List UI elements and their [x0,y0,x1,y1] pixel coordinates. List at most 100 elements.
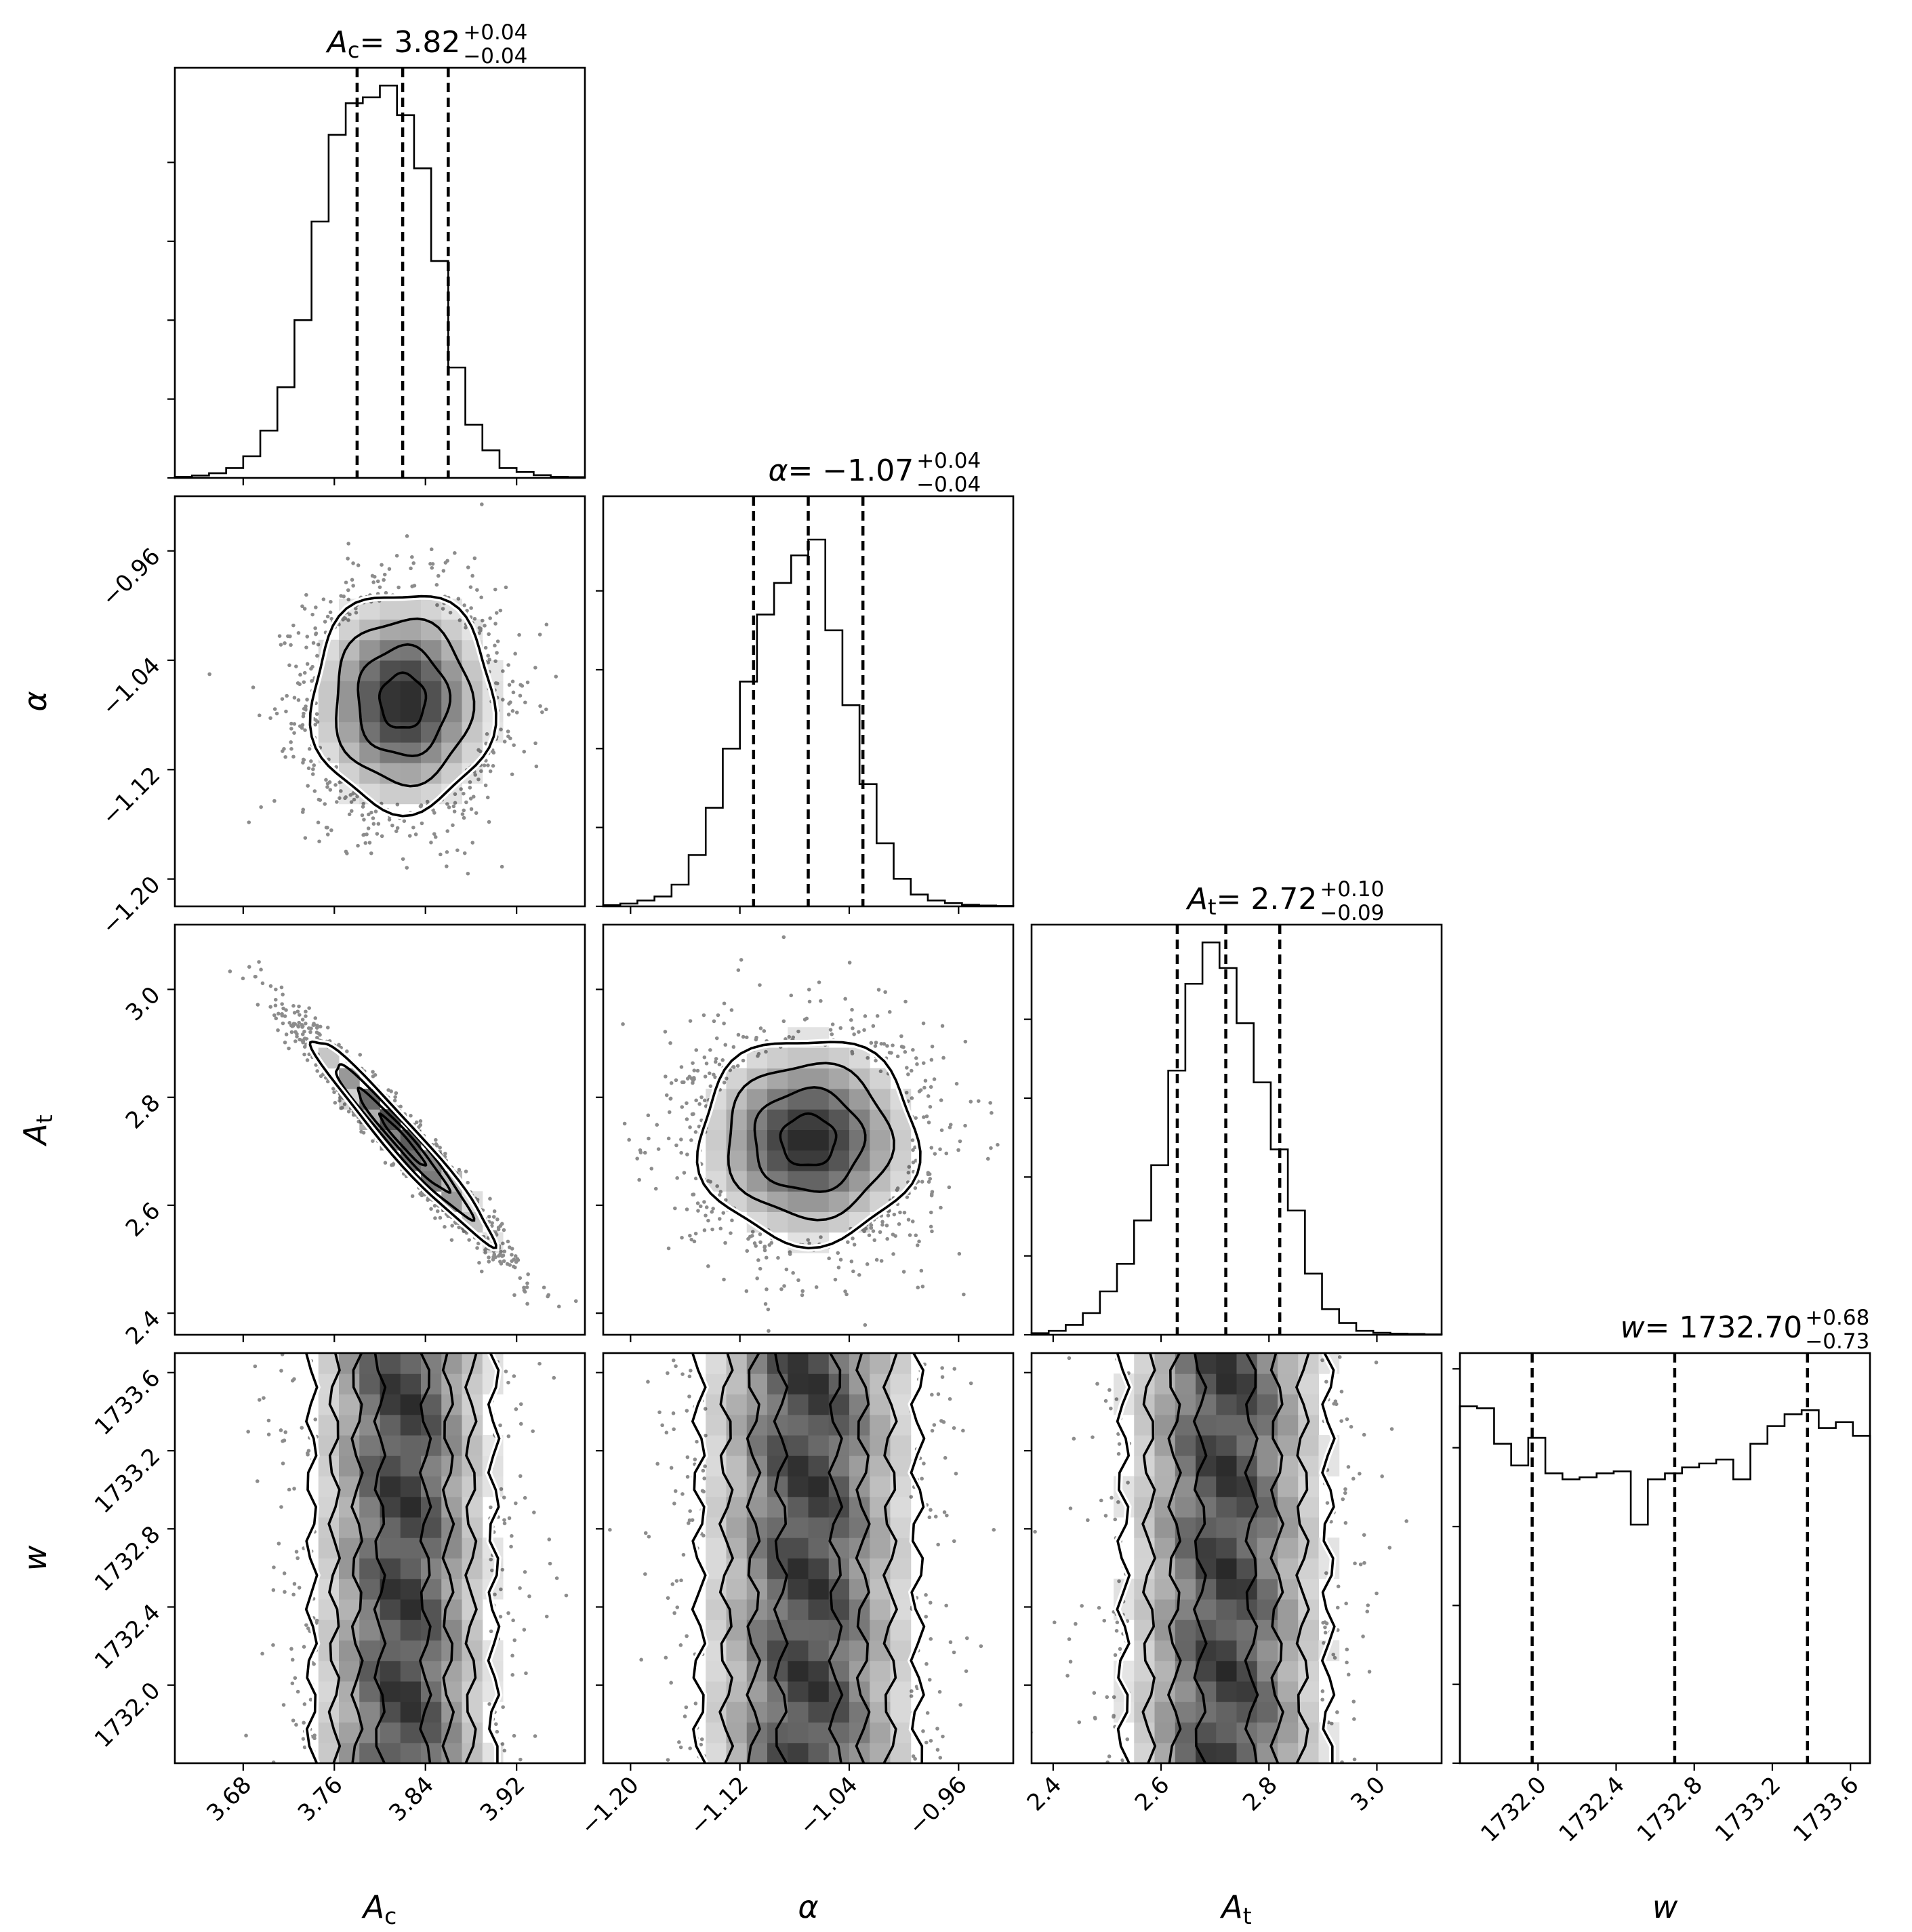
density-cell [808,1089,830,1110]
density-cell [808,1702,830,1723]
density-cell [1154,1353,1176,1374]
contour-level-1.5σ [335,1063,476,1222]
panel-title-Ac: Ac [325,25,360,63]
density-cell [788,1435,809,1456]
panel-title-plus-alpha: +0.04 [916,449,981,473]
density-cell [400,1619,422,1641]
density-cell [400,639,422,661]
density-cell [400,1578,422,1600]
density-cell [462,1660,483,1682]
density-cell [870,1353,891,1374]
scatter-panel-alpha-At [596,923,1015,1342]
density-cell [706,1394,727,1415]
density-cell [890,1496,912,1518]
density-cell [1216,1517,1237,1538]
density-cell [808,1599,830,1620]
density-cell [788,1722,809,1744]
contour-level-2σ [1116,1353,1336,1763]
density-cell [380,1476,401,1497]
density-cell [1154,1455,1176,1476]
density-cell [380,1537,401,1558]
panel-content [608,1353,996,1763]
contour-level-1.5σ [335,617,476,788]
density-cell [726,1435,748,1456]
density-cell [808,1394,830,1415]
panel-title-plus-Ac: +0.04 [463,20,527,45]
density-cell [400,1353,422,1374]
density-cell [808,1211,830,1233]
density-cell [1298,1681,1319,1702]
y-axis-label-alpha: α [17,691,54,711]
density-cell [359,1702,380,1723]
panel-content [1032,1353,1408,1763]
scatter-frame [602,923,1015,1336]
x-axis-label-At: At [1219,1889,1251,1929]
density-cell [788,1702,809,1723]
x-axis-label-w: w [1652,1889,1678,1925]
density-cell [421,1373,442,1394]
scatter-panel-Ac-w [167,1352,586,1771]
x-tick-label-w: 1732.0 [1476,1771,1551,1847]
density-cell [380,1353,401,1374]
density-cell [1216,1640,1237,1662]
density-cell [788,1578,809,1600]
density-cell [400,619,422,641]
density-cell [339,1619,360,1641]
hist-panel-At: At = 2.72+0.10−0.09 [1024,877,1443,1342]
density-cell [1196,1599,1217,1620]
y-tick-label-w: 1732.4 [89,1599,165,1675]
contour-level-0.5σ [378,671,428,729]
density-cell [808,1517,830,1538]
title-symbol: w [1621,1310,1646,1345]
density-cell [1216,1702,1237,1723]
density-cell [1175,1742,1196,1763]
scatter-panel-Ac-At [167,923,586,1342]
density-cell [726,1640,748,1662]
density-cell [462,1373,483,1394]
density-cell [706,1742,727,1763]
density-cell [788,1373,809,1394]
density-cell [359,1435,380,1456]
density-cell [808,1742,830,1763]
density-cell [1154,1517,1176,1538]
density-cell [318,681,340,702]
density-cell [808,1496,830,1518]
density-cell [380,1599,401,1620]
y-tick-label-alpha: −1.04 [96,652,165,721]
density-cell [767,1211,788,1233]
density-cell [400,1722,422,1744]
density-cell [1278,1558,1299,1579]
density-cell [788,1353,809,1374]
title-symbol: A [1185,882,1208,917]
density-cell [1298,1558,1319,1579]
panel-title-value-w: = 1732.70 [1645,1310,1803,1345]
density-cell [1154,1660,1176,1682]
density-cell [808,1640,830,1662]
scatter-panel-alpha-w [596,1352,1015,1771]
density-cell [1257,1640,1278,1662]
density-cell [870,1660,891,1682]
density-cell [1175,1681,1196,1702]
axis-subscript: t [31,1114,58,1123]
y-tick-label-alpha: −1.12 [96,761,165,830]
density-cell [788,1599,809,1620]
contour-level-2σ [308,595,497,818]
density-cell [788,1742,809,1763]
density-cell [359,1373,380,1394]
density-cell [421,1578,442,1600]
density-cell [400,1476,422,1497]
x-tick-label-w: 1732.8 [1632,1771,1708,1847]
density-cell [359,681,380,702]
title-symbol: α [768,454,788,488]
density-cell [1175,1496,1196,1518]
contour-level-0.5σ [373,1353,432,1763]
contour-level-0.5σ [773,1353,844,1763]
density-cell [788,1660,809,1682]
density-cell [890,1373,912,1394]
density-cell [339,1558,360,1579]
density-cell [400,1702,422,1723]
x-tick-label-w: 1732.4 [1553,1771,1629,1847]
scatter-frame [174,1352,586,1765]
density-cell [400,1394,422,1415]
